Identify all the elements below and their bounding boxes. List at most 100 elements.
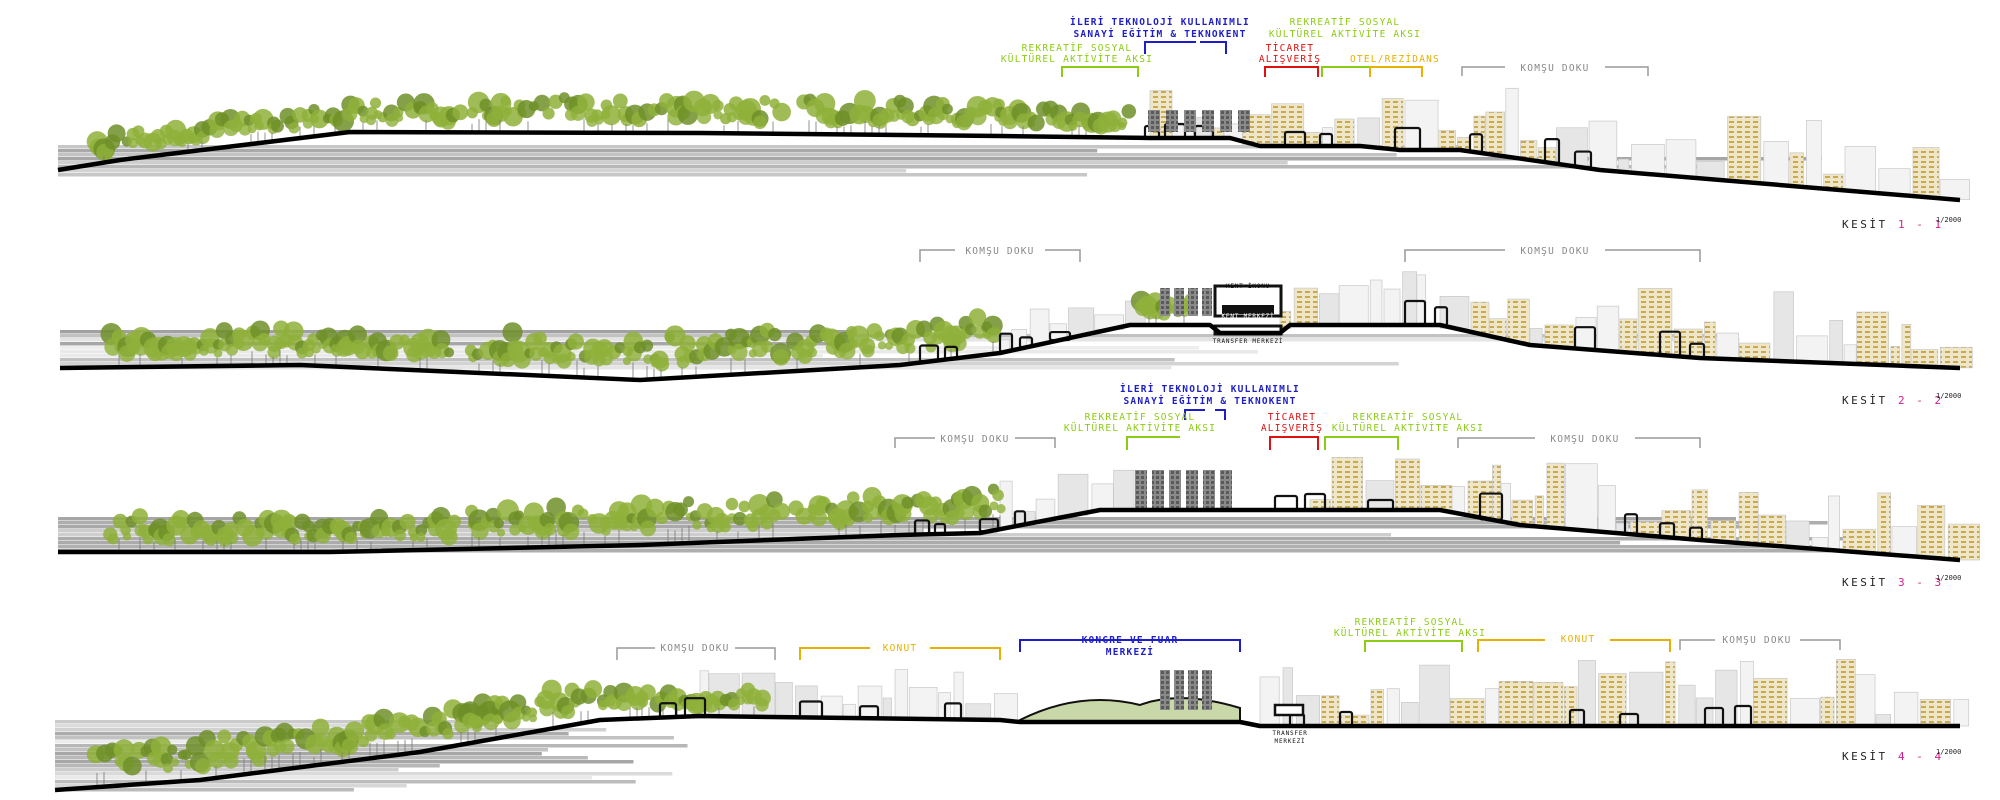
otel-label: OTEL/REZİDANS — [1350, 54, 1440, 65]
section-2 — [59, 271, 1973, 383]
tree — [394, 113, 404, 122]
tree — [203, 530, 219, 546]
grid-building — [1160, 670, 1170, 710]
kesit-4-scale: 1/2000 — [1936, 748, 1961, 756]
tree — [280, 513, 298, 531]
tree — [712, 99, 724, 112]
ground-stratum — [60, 362, 1399, 366]
ground-stratum — [55, 776, 593, 780]
building — [1533, 681, 1564, 727]
building — [1947, 523, 1980, 561]
kesit-2-number: 2 - 2 — [1898, 394, 1944, 407]
tree — [956, 114, 972, 131]
komsu-right-bracket — [1404, 249, 1701, 262]
tree — [344, 531, 358, 545]
building — [1318, 293, 1340, 326]
komsu-left-label: KOMŞU DOKU — [965, 246, 1034, 257]
building — [1661, 510, 1692, 539]
ileri-bracket-left — [1144, 41, 1196, 54]
grid-building — [1148, 110, 1160, 132]
tree — [288, 122, 300, 134]
building — [1820, 696, 1835, 727]
tree — [641, 339, 654, 352]
kesit-3-scale: 1/2000 — [1936, 574, 1961, 582]
tree — [577, 508, 589, 520]
ground-stratum — [55, 784, 407, 788]
kent-ikonu-label: KENT İKONU — [1226, 283, 1270, 290]
building — [1738, 492, 1759, 545]
kesit-4-word: KESİT — [1842, 750, 1888, 763]
grid-building — [1188, 288, 1198, 316]
building — [1484, 688, 1500, 727]
building — [1369, 279, 1383, 326]
grid-building — [1152, 470, 1164, 508]
komsu-4-right-label: KOMŞU DOKU — [1722, 635, 1791, 646]
ground-stratum — [58, 149, 1098, 153]
ground-stratum — [55, 744, 688, 748]
building — [1773, 291, 1794, 362]
rekreatif-4-line1: REKREATİF SOSYAL — [1355, 617, 1466, 628]
ileri-3-bracket — [1184, 409, 1226, 420]
grid-building — [1174, 670, 1184, 710]
grid-building — [1188, 670, 1198, 710]
building — [1282, 667, 1293, 727]
tree — [957, 503, 975, 521]
rekreatif-top-line1: REKREATİF SOSYAL — [1290, 17, 1401, 28]
tree — [601, 526, 611, 536]
building — [1939, 346, 1973, 369]
kesit-1-scale: 1/2000 — [1936, 216, 1961, 224]
tree — [528, 714, 538, 723]
tree — [409, 533, 419, 542]
ileri-3-line2: SANAYİ EĞİTİM & TEKNOKENT — [1124, 395, 1297, 407]
ground-stratum — [55, 788, 354, 792]
building — [1498, 681, 1534, 727]
komsu-4-left-bracket — [616, 647, 776, 660]
tree — [925, 341, 937, 353]
building — [1556, 127, 1588, 167]
building — [1890, 346, 1900, 366]
tree — [877, 341, 887, 350]
building — [1710, 520, 1737, 543]
building — [1383, 288, 1401, 326]
komsu-3-left-bracket — [894, 437, 1056, 448]
transfer-building — [1273, 703, 1305, 717]
tree — [213, 348, 223, 358]
tree — [904, 342, 916, 354]
komsu-3-right-bracket — [1457, 437, 1701, 448]
rekreatif-left-line2: KÜLTÜREL AKTİVİTE AKSI — [1001, 54, 1153, 65]
rekreatif-4-line2: KÜLTÜREL AKTİVİTE AKSI — [1334, 628, 1486, 639]
grid-building — [1202, 288, 1212, 316]
building — [1381, 98, 1404, 150]
kongre-line2: MERKEZİ — [1106, 647, 1154, 658]
section-4 — [54, 659, 1970, 793]
kesit-1-word: KESİT — [1842, 218, 1888, 231]
ticaret-3-bracket — [1269, 436, 1319, 450]
ground-stratum — [55, 724, 496, 728]
building — [1588, 120, 1618, 171]
tree — [247, 124, 257, 134]
tree — [223, 753, 239, 769]
grid-building — [1160, 288, 1170, 316]
building — [1293, 287, 1319, 326]
section-3 — [58, 457, 1980, 563]
ticaret-3-line2: ALIŞVERİŞ — [1261, 423, 1323, 434]
ground-stratum — [55, 780, 636, 784]
building — [1829, 319, 1844, 364]
tree — [373, 708, 395, 730]
tree — [992, 489, 1004, 502]
tree — [577, 93, 595, 112]
building — [775, 682, 793, 718]
section-4-labels: KOMŞU DOKU KONUT KONGRE VE FUAR MERKEZİ … — [616, 617, 1961, 763]
building — [1259, 676, 1280, 727]
tree — [416, 532, 426, 543]
tree — [846, 491, 860, 505]
ground-stratum — [55, 756, 588, 760]
building — [1715, 669, 1738, 727]
tree — [415, 524, 428, 537]
tree — [496, 528, 506, 537]
building — [1835, 659, 1856, 727]
komsu-bracket — [1461, 66, 1649, 76]
ground-stratum — [58, 153, 1397, 157]
tree — [162, 533, 176, 547]
kongre-line1: KONGRE VE FUAR — [1082, 635, 1179, 646]
